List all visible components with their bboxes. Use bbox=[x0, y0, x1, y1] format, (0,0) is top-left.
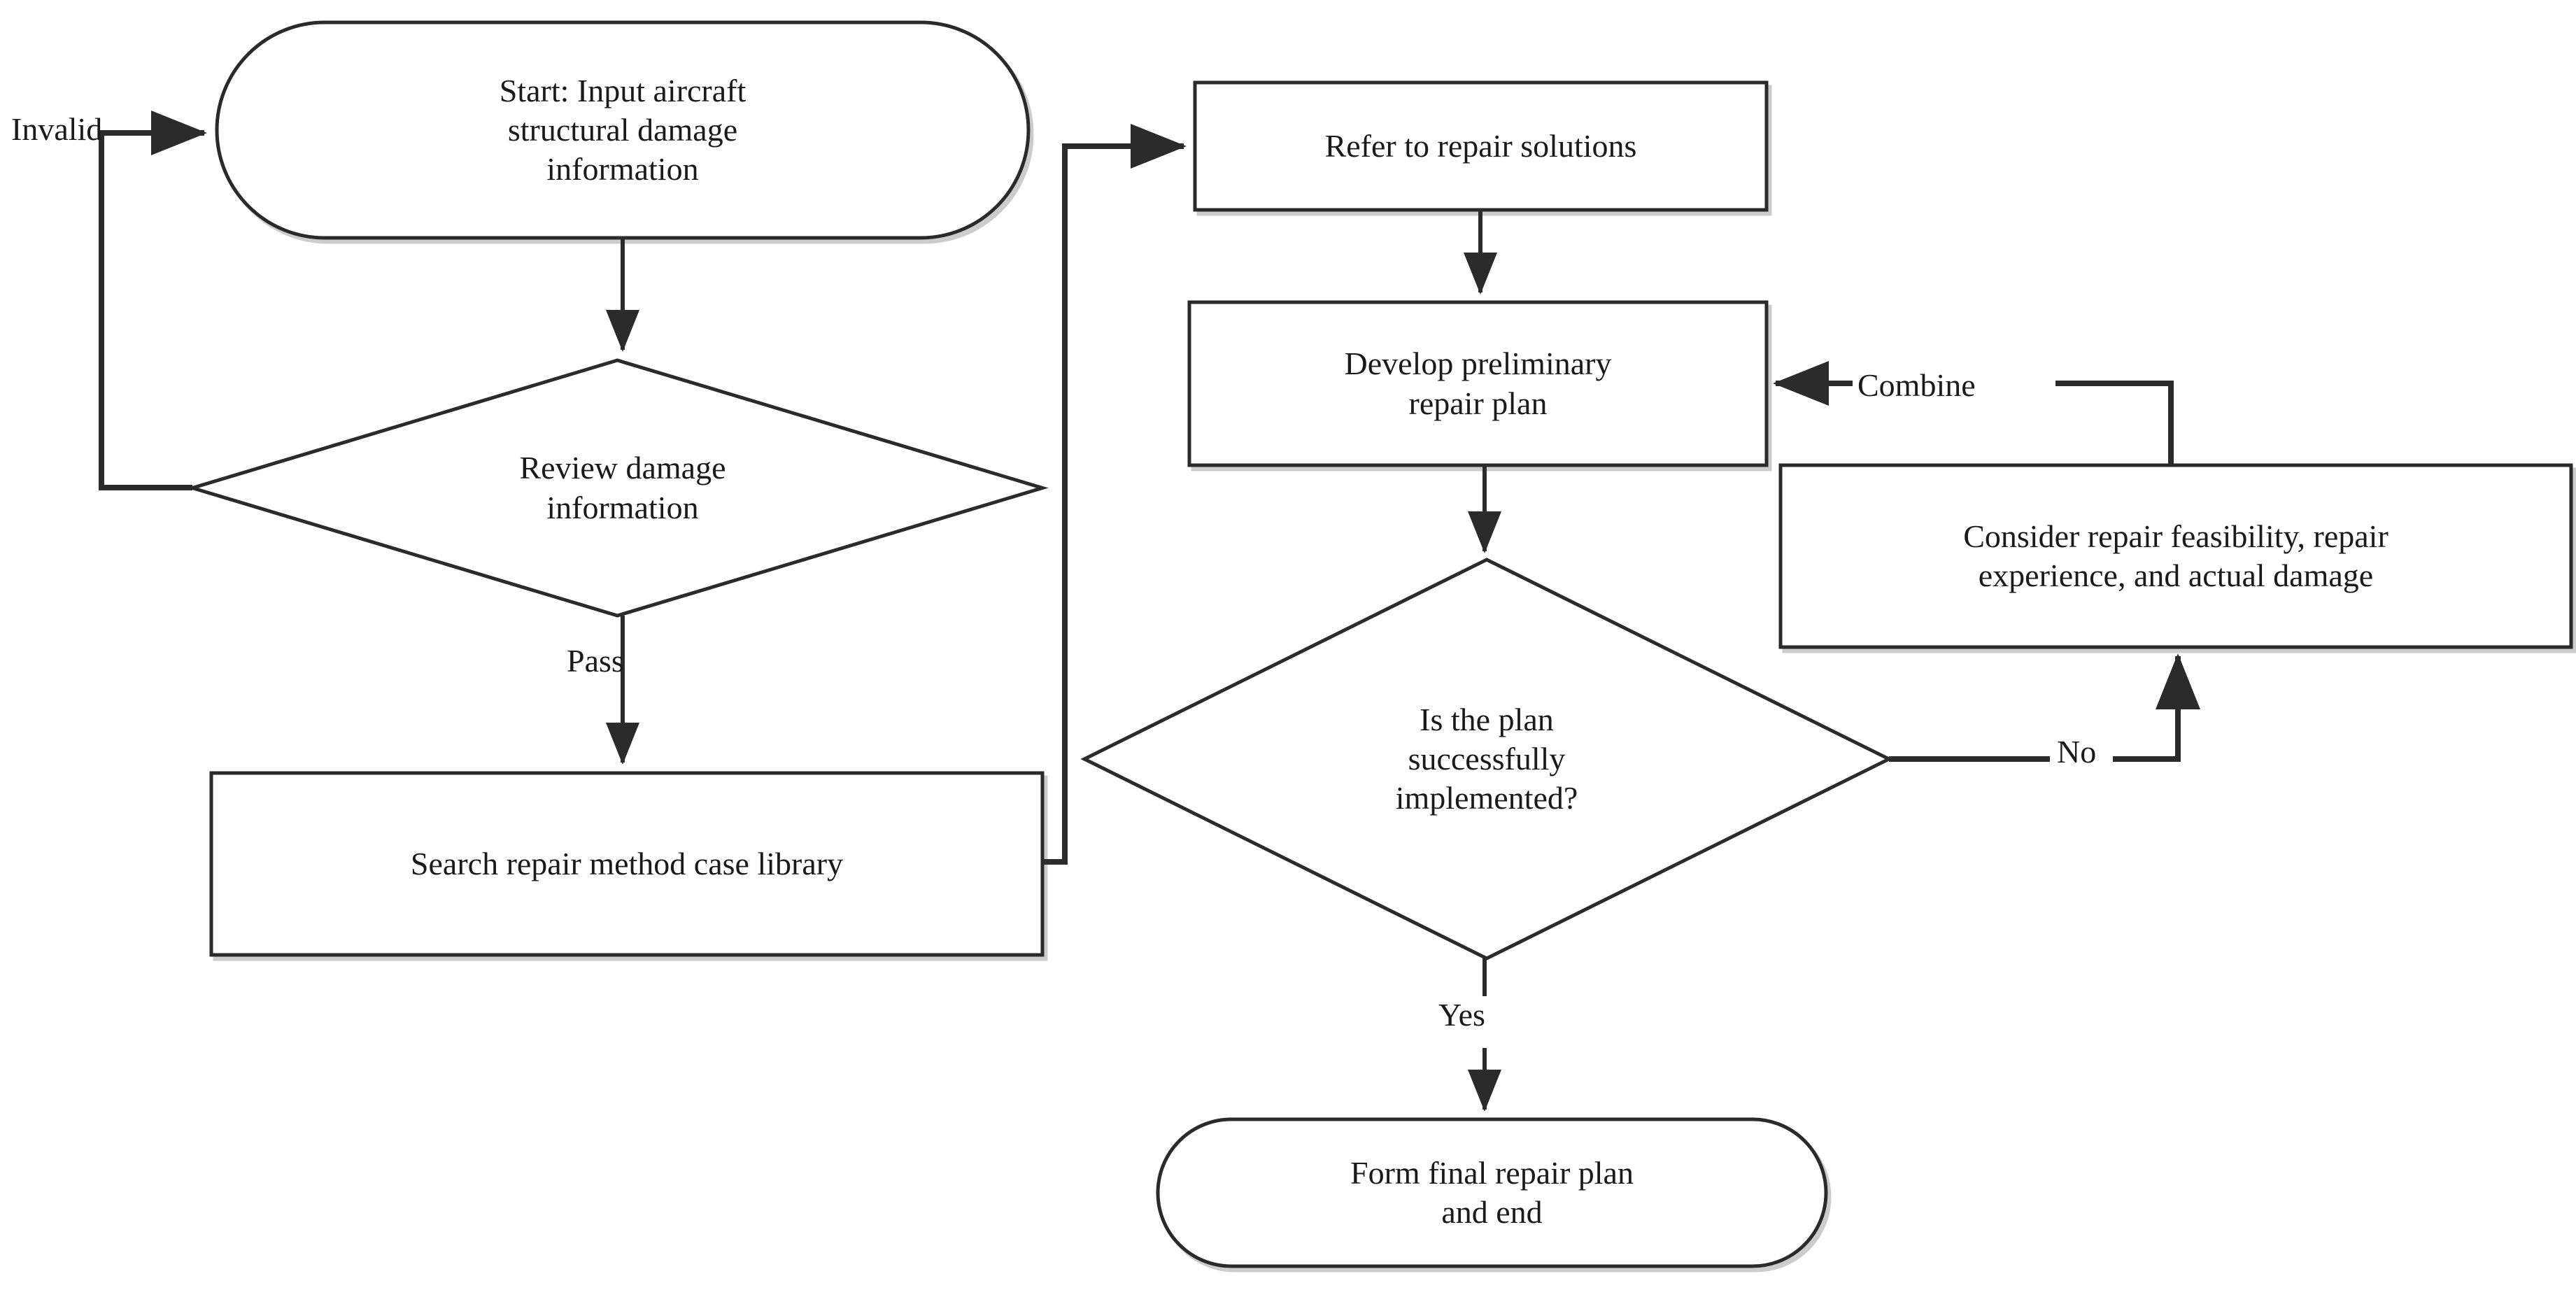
node-develop-preliminary-repair-plan[interactable] bbox=[1189, 302, 1767, 465]
edge-label-pass: Pass bbox=[567, 643, 624, 679]
node-shape-consider[interactable] bbox=[1778, 463, 2573, 649]
node-search-repair-method-case-library[interactable] bbox=[211, 773, 1042, 955]
edge-search-to-refer bbox=[1042, 124, 1187, 865]
edge-combine-to-develop bbox=[2055, 381, 2174, 465]
node-consider-repair-feasibility[interactable] bbox=[1781, 465, 2571, 647]
edge-no-riser-to-consider bbox=[2113, 653, 2200, 762]
node-form-final-repair-plan-and-end[interactable] bbox=[1158, 1119, 1826, 1266]
edge-label-yes: Yes bbox=[1438, 997, 1485, 1033]
edge-invalid-to-start bbox=[99, 111, 207, 490]
node-shape-review[interactable] bbox=[186, 358, 1049, 618]
node-is-the-plan-successfully-implemented[interactable] bbox=[1084, 560, 1889, 958]
edge-label-combine: Combine bbox=[1857, 367, 1976, 403]
node-shape-refer[interactable] bbox=[1193, 80, 1769, 212]
node-shape-develop[interactable] bbox=[1187, 300, 1769, 467]
node-shape-final[interactable] bbox=[1156, 1117, 1828, 1268]
node-review-damage-information[interactable] bbox=[192, 360, 1042, 616]
edge-label-invalid: Invalid bbox=[11, 111, 103, 147]
node-shape-search[interactable] bbox=[209, 771, 1045, 957]
node-start[interactable] bbox=[217, 22, 1028, 238]
edge-label-no: No bbox=[2057, 734, 2097, 770]
node-refer-to-repair-solutions[interactable] bbox=[1195, 83, 1767, 210]
